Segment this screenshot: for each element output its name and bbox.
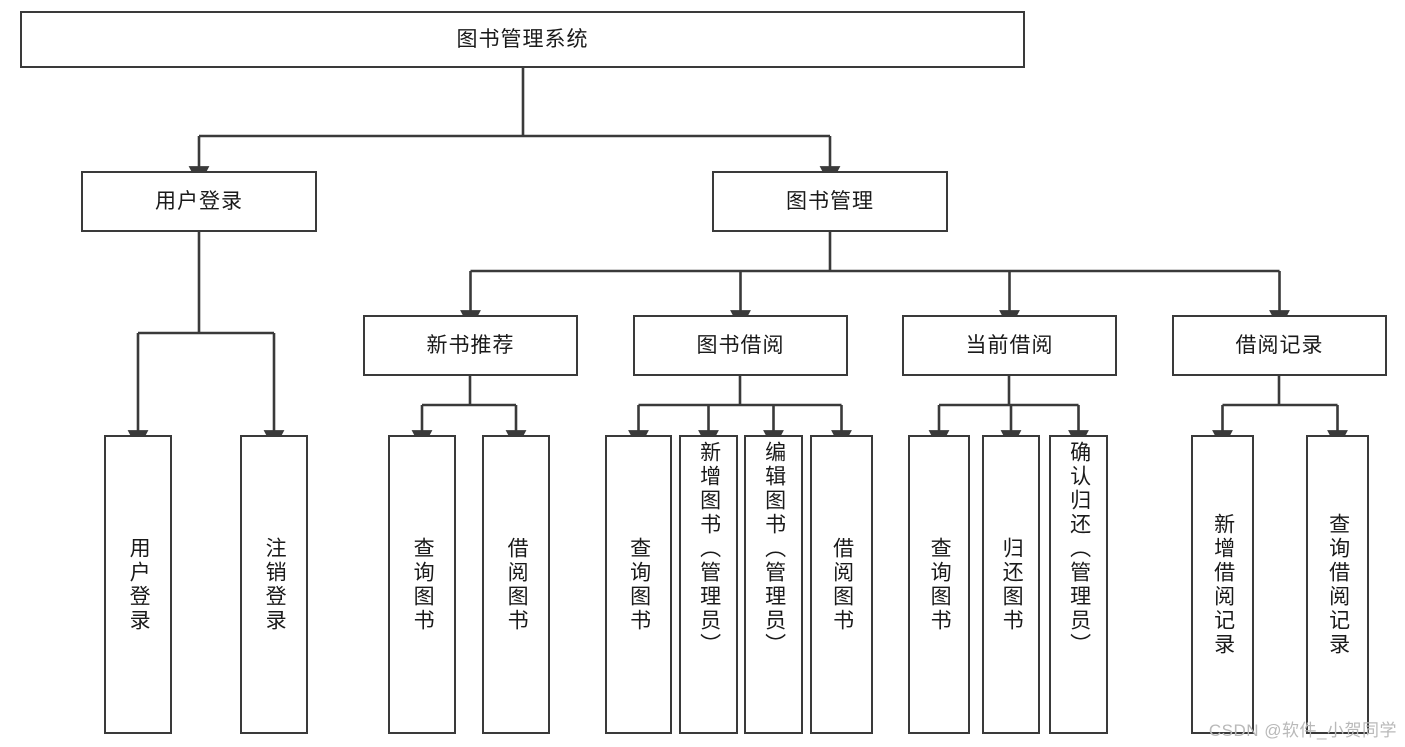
node-user-login: 用户登录 <box>81 171 317 232</box>
node-label: 用户登录 <box>127 536 151 633</box>
node-label: 归还图书 <box>1000 536 1024 633</box>
node-label: 借阅记录 <box>1235 333 1324 357</box>
node-leaf-rec-query: 查询图书 <box>388 435 456 734</box>
node-book-borrow: 图书借阅 <box>633 315 848 376</box>
node-label: 新增借阅记录 <box>1211 512 1235 657</box>
node-leaf-bb-edit: 编辑图书（管理员） <box>744 435 803 734</box>
node-label: 当前借阅 <box>965 333 1054 357</box>
node-label: 图书管理 <box>786 189 874 213</box>
node-label: 图书管理系统 <box>456 27 589 51</box>
node-label: 新增图书（管理员） <box>697 441 721 657</box>
node-label: 注销登录 <box>263 536 287 633</box>
node-label: 新书推荐 <box>426 333 515 357</box>
node-leaf-cb-return: 归还图书 <box>982 435 1040 734</box>
node-label: 查询借阅记录 <box>1326 512 1350 657</box>
node-label: 用户登录 <box>155 189 243 213</box>
node-label: 编辑图书（管理员） <box>762 441 786 657</box>
node-label: 查询图书 <box>411 536 435 633</box>
node-label: 确认归还（管理员） <box>1067 441 1091 657</box>
edge-layer <box>127 68 1348 450</box>
node-leaf-user-logout: 注销登录 <box>240 435 308 734</box>
node-leaf-log-query: 查询借阅记录 <box>1306 435 1369 734</box>
node-root: 图书管理系统 <box>20 11 1025 68</box>
node-leaf-bb-query: 查询图书 <box>605 435 672 734</box>
node-leaf-user-login: 用户登录 <box>104 435 172 734</box>
node-label: 查询图书 <box>627 536 651 633</box>
node-leaf-bb-borrow: 借阅图书 <box>810 435 873 734</box>
node-leaf-cb-confirm: 确认归还（管理员） <box>1049 435 1108 734</box>
node-leaf-log-add: 新增借阅记录 <box>1191 435 1254 734</box>
node-label: 借阅图书 <box>830 536 854 633</box>
node-label: 图书借阅 <box>696 333 785 357</box>
node-label: 查询图书 <box>928 536 952 633</box>
node-leaf-bb-add: 新增图书（管理员） <box>679 435 738 734</box>
node-borrow-log: 借阅记录 <box>1172 315 1387 376</box>
node-leaf-cb-query: 查询图书 <box>908 435 970 734</box>
node-cur-borrow: 当前借阅 <box>902 315 1117 376</box>
node-label: 借阅图书 <box>505 536 529 633</box>
node-new-book-rec: 新书推荐 <box>363 315 578 376</box>
node-leaf-rec-borrow: 借阅图书 <box>482 435 550 734</box>
node-book-manage: 图书管理 <box>712 171 948 232</box>
